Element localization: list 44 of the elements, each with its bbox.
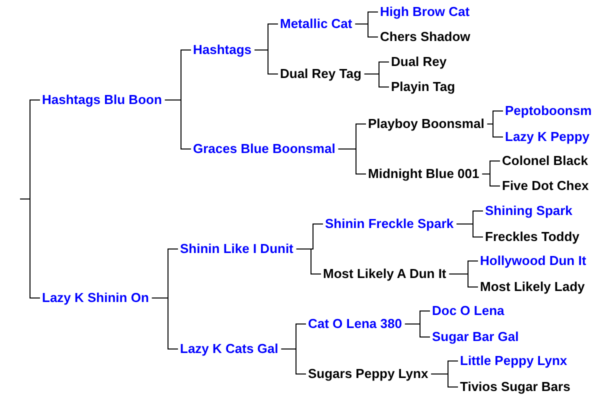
horse-name: Freckles Toddy <box>485 229 580 245</box>
horse-name: Most Likely Lady <box>480 279 585 295</box>
horse-name: Sugars Peppy Lynx <box>308 366 428 382</box>
horse-name: Colonel Black <box>502 153 588 169</box>
horse-name: Sugar Bar Gal <box>432 329 519 345</box>
horse-name: Dual Rey Tag <box>280 66 362 82</box>
connector-line <box>254 50 278 74</box>
connector-line <box>151 298 178 350</box>
horse-name: Most Likely A Dun It <box>323 266 446 282</box>
horse-name: Tivios Sugar Bars <box>460 379 570 395</box>
horse-name: Playin Tag <box>391 79 456 95</box>
connector-line <box>354 24 378 38</box>
horse-name: Dual Rey <box>391 54 447 70</box>
horse-name: Shinin Freckle Spark <box>325 216 454 232</box>
connector-line <box>448 274 478 288</box>
horse-name: Cat O Lena 380 <box>308 316 402 332</box>
horse-name: Shining Spark <box>485 203 572 219</box>
horse-name: Lazy K Peppy <box>505 129 590 145</box>
connector-line <box>430 374 458 388</box>
connector-line <box>456 224 484 238</box>
horse-name: Five Dot Chex <box>502 178 589 194</box>
connector-line <box>364 74 390 88</box>
connector-line <box>280 348 306 374</box>
horse-name: Playboy Boonsmal <box>368 116 484 132</box>
connector-line <box>482 174 500 186</box>
horse-name: Doc O Lena <box>432 303 504 319</box>
horse-name: Lazy K Cats Gal <box>180 341 278 357</box>
connector-line <box>338 148 366 174</box>
horse-name: Midnight Blue 001 <box>368 166 480 182</box>
horse-name: High Brow Cat <box>380 4 470 20</box>
horse-name: Hashtags <box>193 42 252 58</box>
horse-name: Hollywood Dun It <box>480 253 586 269</box>
horse-name: Chers Shadow <box>380 29 470 45</box>
connector-line <box>164 100 192 150</box>
horse-name: Little Peppy Lynx <box>460 353 568 369</box>
horse-name: Metallic Cat <box>280 16 352 32</box>
horse-name: Peptoboonsm <box>505 103 592 119</box>
horse-name: Hashtags Blu Boon <box>42 92 162 108</box>
horse-name: Lazy K Shinin On <box>42 290 149 306</box>
connector-line <box>404 324 430 338</box>
horse-name: Graces Blue Boonsmal <box>193 141 336 157</box>
horse-name: Shinin Like I Dunit <box>180 241 294 257</box>
connector-line <box>486 124 504 138</box>
connector-line <box>296 248 322 274</box>
